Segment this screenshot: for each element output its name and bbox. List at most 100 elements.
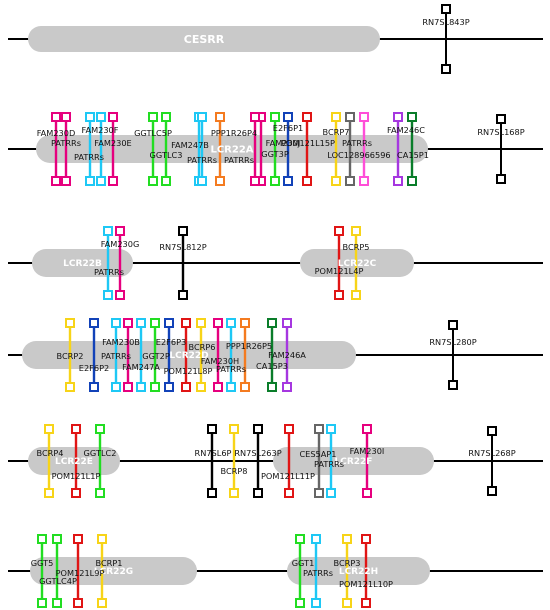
gene-square-top [226,318,236,328]
track-4: LCR22DBCRP2E2F6P2PATRRsFAM230BFAM247AGGT… [8,318,543,392]
gene-label-bcrp5: BCRP5 [342,242,369,252]
gene-square-bottom [441,64,451,74]
gene-marker-bcrp6 [196,318,206,392]
gene-square-top [441,4,451,14]
gene-marker-ppp1r26p4 [215,112,225,186]
gene-marker-ppp1r26p5 [240,318,250,392]
gene-label-ppp1r26p5: PPP1R26P5 [226,341,272,351]
region-lcr22h [287,557,430,585]
gene-square-top [97,534,107,544]
gene-marker-fam230b [123,318,133,392]
gene-label-ggt2p: GGT2P [142,351,170,361]
region-label: LCR22F [335,457,373,467]
gene-square-bottom [215,176,225,186]
gene-marker-pom121l11p [284,424,294,498]
gene-square-bottom [111,382,121,392]
gene-square-bottom [89,382,99,392]
gene-label-rn7sl280p: RN7SL280P [429,337,476,347]
gene-label-bcrp3: BCRP3 [333,558,360,568]
gene-marker-patrrs [111,318,121,392]
gene-label-bcrp4: BCRP4 [36,448,63,458]
gene-square-bottom [342,598,352,608]
gene-square-top [73,534,83,544]
gene-label-rn7sl843p: RN7SL843P [422,17,469,27]
gene-square-top [359,112,369,122]
gene-marker-patrrs [226,318,236,392]
gene-label-patrrs: PATRRs [94,267,124,277]
gene-marker-fam230h [213,318,223,392]
region-label: LCR22E [55,457,93,467]
gene-square-top [331,112,341,122]
gene-label-ggtlc3: GGTLC3 [150,150,183,160]
gene-square-top [267,318,277,328]
gene-marker-bcrp7 [331,112,341,186]
gene-square-top [108,112,118,122]
gene-label-ggtlc5p: GGTLC5P [134,128,172,138]
gene-square-top [393,112,403,122]
gene-square-bottom [487,486,497,496]
gene-square-bottom [178,290,188,300]
gene-square-top [197,112,207,122]
gene-marker-rn7sl268p [487,426,497,496]
gene-square-bottom [73,598,83,608]
gene-square-bottom [267,382,277,392]
gene-square-top [196,318,206,328]
gene-square-bottom [103,290,113,300]
region-lcr22g [30,557,197,585]
gene-label-patrrs: PATRRs [101,351,131,361]
gene-marker-pom121l8p [181,318,191,392]
gene-label-rn7sl812p: RN7SL812P [159,242,206,252]
region-label: LCR22C [338,259,377,269]
region-label: LCR22B [63,259,102,269]
gene-label-fam247b: FAM247B [171,140,209,150]
gene-label-pom121l15p: POM121L15P [281,138,335,148]
gene-marker-ggtlc3 [161,112,171,186]
gene-square-bottom [284,488,294,498]
gene-square-top [51,112,61,122]
gene-marker-bcrp8 [229,424,239,498]
gene-square-top [111,318,121,328]
gene-square-bottom [226,382,236,392]
gene-square-bottom [85,176,95,186]
gene-square-bottom [334,290,344,300]
gene-marker-bcrp4 [44,424,54,498]
region-label: LCR22H [339,567,378,577]
gene-square-bottom [229,488,239,498]
gene-label-fam230g: FAM230G [101,239,140,249]
gene-label-ggt5: GGT5 [31,558,54,568]
gene-marker-pom121l9p [73,534,83,608]
gene-square-bottom [270,176,280,186]
gene-square-top [181,318,191,328]
gene-square-bottom [196,382,206,392]
gene-square-bottom [164,382,174,392]
track-2: LCR22AFAM230DPATRRsFAM230FPATRRsFAM230EG… [8,112,543,186]
gene-square-bottom [326,488,336,498]
gene-square-top [103,226,113,236]
gene-label-ggt1: GGT1 [292,558,315,568]
gene-square-bottom [311,598,321,608]
gene-square-top [89,318,99,328]
region-label: LCR22G [94,567,133,577]
gene-label-patrrs: PATRRs [342,138,372,148]
gene-marker-rn7sl168p [496,114,506,184]
gene-square-top [215,112,225,122]
gene-label-fam230b: FAM230B [102,337,140,347]
gene-marker-bcrp1 [97,534,107,608]
gene-square-bottom [161,176,171,186]
gene-square-top [362,424,372,434]
gene-marker-bcrp3 [342,534,352,608]
gene-square-bottom [37,598,47,608]
gene-square-top [250,112,260,122]
gene-square-bottom [302,176,312,186]
gene-marker-ca15p1 [407,112,417,186]
gene-marker-fam230j [250,112,260,186]
gene-square-bottom [108,176,118,186]
gene-square-top [150,318,160,328]
gene-square-top [326,424,336,434]
gene-square-bottom [51,176,61,186]
gene-label-patrrs: PATRRs [74,152,104,162]
gene-marker-e2f6p2 [89,318,99,392]
gene-label-loc128966596: LOC128966596 [327,150,390,160]
